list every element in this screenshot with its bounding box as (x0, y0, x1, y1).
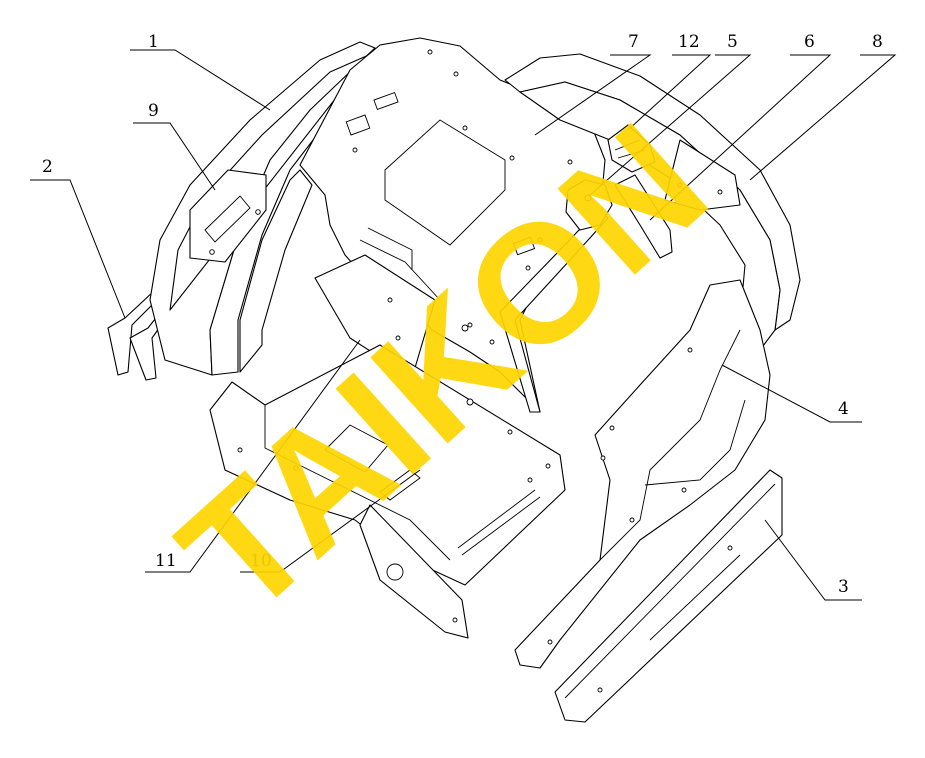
part-10-base-plate (209, 344, 566, 639)
callout-2: 2 (30, 157, 126, 319)
callout-label-12: 12 (678, 32, 700, 52)
part-5-round-cover (565, 179, 613, 231)
callout-4: 4 (721, 364, 862, 423)
callout-label-7: 7 (628, 32, 639, 52)
callout-label-10: 10 (250, 551, 272, 571)
callout-label-3: 3 (838, 577, 849, 597)
part-1-left-shroud (149, 41, 406, 376)
callout-label-8: 8 (872, 32, 883, 52)
callout-label-6: 6 (804, 32, 815, 52)
part-6-small-bracket (614, 174, 673, 259)
part-11-center-bracket (314, 227, 469, 379)
callout-12: 12 (627, 32, 712, 131)
part-3-bottom-rail (554, 469, 783, 723)
callout-label-1: 1 (148, 32, 159, 52)
callout-9: 9 (133, 101, 216, 191)
callout-label-9: 9 (148, 101, 159, 121)
callout-8: 8 (749, 32, 897, 181)
callout-label-11: 11 (155, 551, 177, 571)
part-9-left-panel (189, 169, 267, 263)
callout-10: 10 (240, 469, 421, 573)
callout-6: 6 (649, 32, 832, 221)
part-7-main-body-panel (299, 37, 609, 413)
callout-5: 5 (589, 32, 752, 196)
callout-11: 11 (145, 339, 361, 573)
callout-3: 3 (764, 519, 862, 601)
part-4-right-lower-cover (514, 279, 771, 669)
callout-7: 7 (534, 32, 652, 136)
callout-label-5: 5 (727, 32, 738, 52)
callout-label-2: 2 (42, 157, 53, 177)
callout-label-4: 4 (838, 399, 849, 419)
callout-1: 1 (130, 32, 271, 111)
